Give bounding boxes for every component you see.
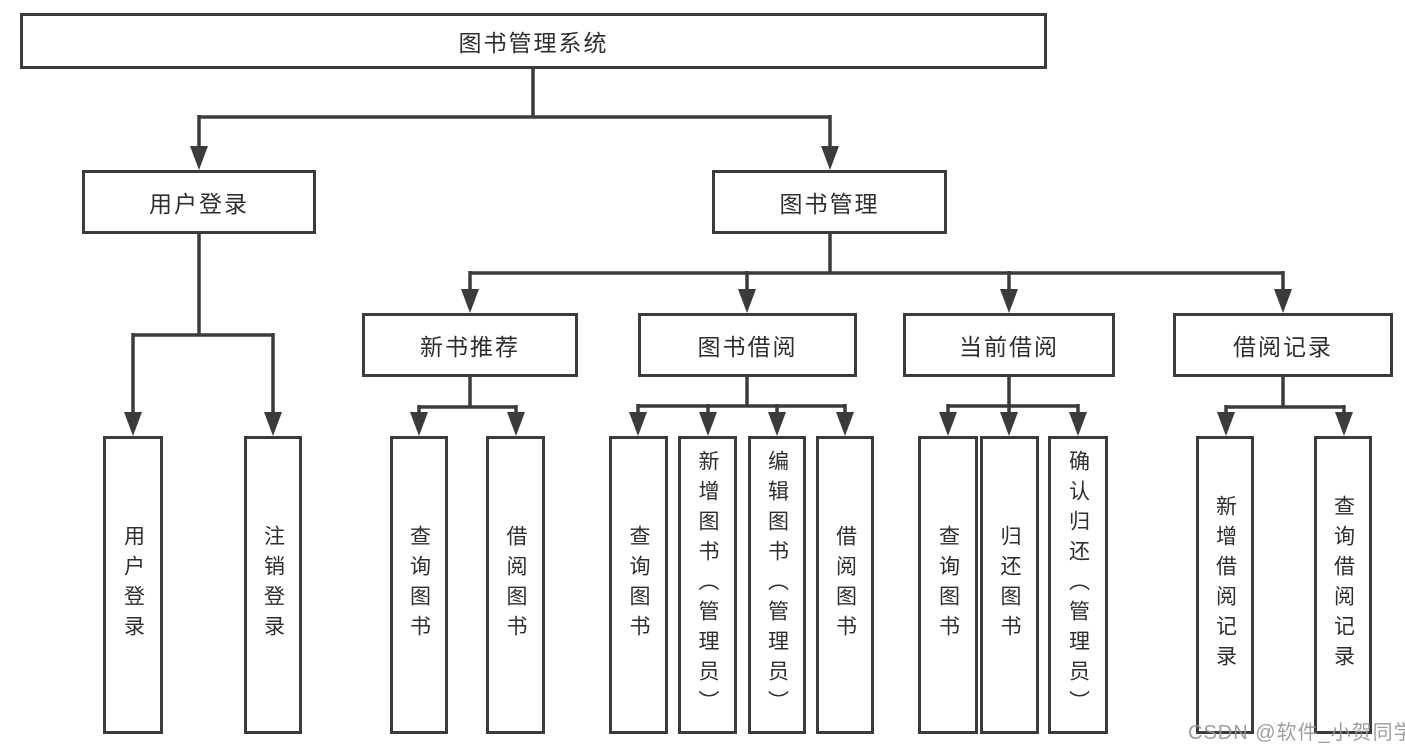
leaf-label: 确认归还（管理员） bbox=[1066, 450, 1090, 720]
leaf-query-books-borrowing: 查询图书 bbox=[609, 436, 668, 734]
leaf-label: 借阅图书 bbox=[833, 525, 857, 645]
node-label: 新书推荐 bbox=[420, 334, 520, 360]
node-user-login: 用户登录 bbox=[82, 170, 316, 234]
leaf-label: 新增图书（管理员） bbox=[696, 450, 719, 720]
leaf-label: 查询借阅记录 bbox=[1331, 495, 1355, 675]
leaf-edit-books-admin: 编辑图书（管理员） bbox=[748, 436, 806, 734]
csdn-watermark: CSDN @软件_小贺同学 bbox=[1188, 722, 1405, 744]
node-book-borrowing: 图书借阅 bbox=[638, 313, 857, 377]
node-label: 图书管理系统 bbox=[458, 30, 609, 56]
leaf-label: 用户登录 bbox=[121, 525, 145, 645]
node-label: 图书管理 bbox=[779, 191, 880, 217]
leaf-user-login: 用户登录 bbox=[103, 436, 163, 734]
leaf-label: 查询图书 bbox=[627, 525, 650, 645]
node-label: 借阅记录 bbox=[1233, 334, 1333, 360]
leaf-label: 新增借阅记录 bbox=[1213, 495, 1237, 675]
leaf-label: 编辑图书（管理员） bbox=[765, 450, 789, 720]
leaf-confirm-return-admin: 确认归还（管理员） bbox=[1048, 436, 1108, 734]
leaf-label: 查询图书 bbox=[936, 525, 960, 645]
leaf-query-books-current: 查询图书 bbox=[918, 436, 978, 734]
leaf-borrow-books-recommend: 借阅图书 bbox=[486, 436, 545, 734]
node-root-library-system: 图书管理系统 bbox=[20, 13, 1047, 69]
leaf-label: 借阅图书 bbox=[504, 525, 527, 645]
node-book-management: 图书管理 bbox=[712, 170, 947, 234]
node-current-borrowing: 当前借阅 bbox=[903, 313, 1115, 377]
node-new-book-recommendation: 新书推荐 bbox=[362, 313, 578, 377]
leaf-query-books-recommend: 查询图书 bbox=[390, 436, 448, 734]
node-label: 当前借阅 bbox=[959, 334, 1059, 360]
leaf-logout: 注销登录 bbox=[244, 436, 302, 734]
leaf-label: 注销登录 bbox=[261, 525, 285, 645]
leaf-label: 查询图书 bbox=[407, 525, 431, 645]
node-borrowing-records: 借阅记录 bbox=[1173, 313, 1393, 377]
leaf-label: 归还图书 bbox=[998, 525, 1021, 645]
leaf-return-books: 归还图书 bbox=[980, 436, 1039, 734]
leaf-add-borrow-record: 新增借阅记录 bbox=[1196, 436, 1254, 734]
leaf-add-books-admin: 新增图书（管理员） bbox=[678, 436, 737, 734]
leaf-borrow-books: 借阅图书 bbox=[816, 436, 874, 734]
leaf-query-borrow-record: 查询借阅记录 bbox=[1314, 436, 1372, 734]
node-label: 图书借阅 bbox=[697, 334, 798, 360]
node-label: 用户登录 bbox=[149, 191, 249, 217]
